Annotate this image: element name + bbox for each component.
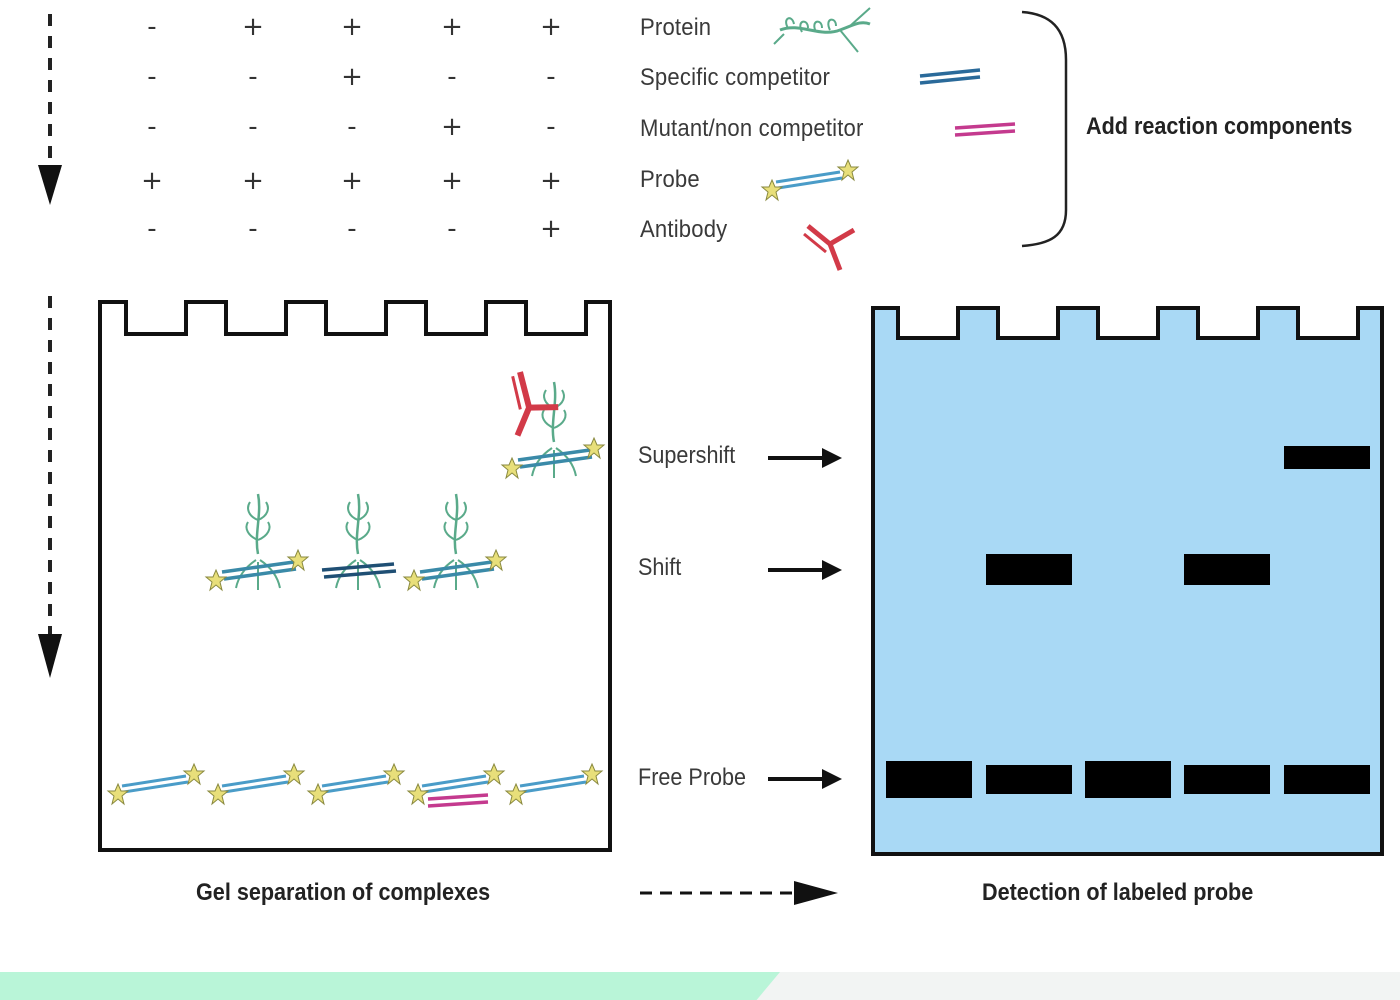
- process-arrowhead-top: [38, 165, 62, 205]
- process-arrowhead-bottom: [38, 634, 62, 678]
- component-label-mutant-competitor: Mutant/non competitor: [640, 115, 864, 142]
- band-free-lane-2: [986, 765, 1072, 794]
- sign-2-1: -: [147, 62, 157, 92]
- shift-arrow: [768, 560, 842, 580]
- band-shift-lane-2: [986, 554, 1072, 585]
- sign-4-3: +: [341, 166, 363, 196]
- free-probe-label: Free Probe: [638, 764, 747, 791]
- bottom-strip: [0, 972, 1400, 1000]
- components-bracket: [1021, 10, 1068, 248]
- sign-1-1: -: [147, 12, 157, 42]
- sign-1-3: +: [341, 12, 363, 42]
- sign-2-3: +: [341, 62, 363, 92]
- antibody-icon: [804, 226, 854, 270]
- sign-3-1: -: [147, 112, 157, 142]
- sign-3-4: +: [441, 112, 463, 142]
- specific-competitor-icon: [919, 68, 981, 85]
- sign-2-2: -: [248, 62, 258, 92]
- gel-caption: Gel separation of complexes: [196, 879, 491, 906]
- band-free-lane-4: [1184, 765, 1270, 794]
- sign-3-5: -: [546, 112, 556, 142]
- detection-gel: [871, 306, 1384, 856]
- detection-flow-arrow: [640, 881, 838, 905]
- component-label-antibody: Antibody: [640, 216, 728, 243]
- supershift-label: Supershift: [638, 442, 736, 469]
- sign-4-4: +: [441, 166, 463, 196]
- sign-5-2: -: [248, 214, 258, 244]
- band-shift-lane-4: [1184, 554, 1270, 585]
- band-supershift-lane-5: [1284, 446, 1370, 469]
- band-free-lane-1: [886, 761, 972, 798]
- band-free-lane-5: [1284, 765, 1370, 794]
- free-probe-arrow: [768, 769, 842, 789]
- mutant-competitor-icon: [954, 122, 1016, 137]
- component-label-protein: Protein: [640, 14, 712, 41]
- sign-3-2: -: [248, 112, 258, 142]
- sign-5-1: -: [147, 214, 157, 244]
- sign-5-5: +: [540, 214, 562, 244]
- sign-1-2: +: [242, 12, 264, 42]
- complex-lane-3: [321, 492, 397, 592]
- sign-5-3: -: [347, 214, 357, 244]
- component-label-specific-competitor: Specific competitor: [640, 64, 831, 91]
- supershift-arrow: [768, 448, 842, 468]
- component-label-probe: Probe: [640, 166, 700, 193]
- probe-icon: [762, 160, 858, 200]
- sign-1-4: +: [441, 12, 463, 42]
- detection-caption: Detection of labeled probe: [982, 879, 1254, 906]
- protein-icon: [773, 7, 871, 53]
- band-free-lane-3: [1085, 761, 1171, 798]
- supershift-antibody: [511, 371, 559, 437]
- sign-2-5: -: [546, 62, 556, 92]
- sign-1-5: +: [540, 12, 562, 42]
- sign-3-3: -: [347, 112, 357, 142]
- add-reaction-components-label: Add reaction components: [1086, 113, 1353, 140]
- sign-4-1: +: [141, 166, 163, 196]
- sign-2-4: -: [447, 62, 457, 92]
- mutant-competitor-lane-4: [427, 793, 489, 808]
- bottom-accent-bar: [0, 972, 780, 1000]
- sign-5-4: -: [447, 214, 457, 244]
- shift-label: Shift: [638, 554, 682, 581]
- sign-4-2: +: [242, 166, 264, 196]
- sign-4-5: +: [540, 166, 562, 196]
